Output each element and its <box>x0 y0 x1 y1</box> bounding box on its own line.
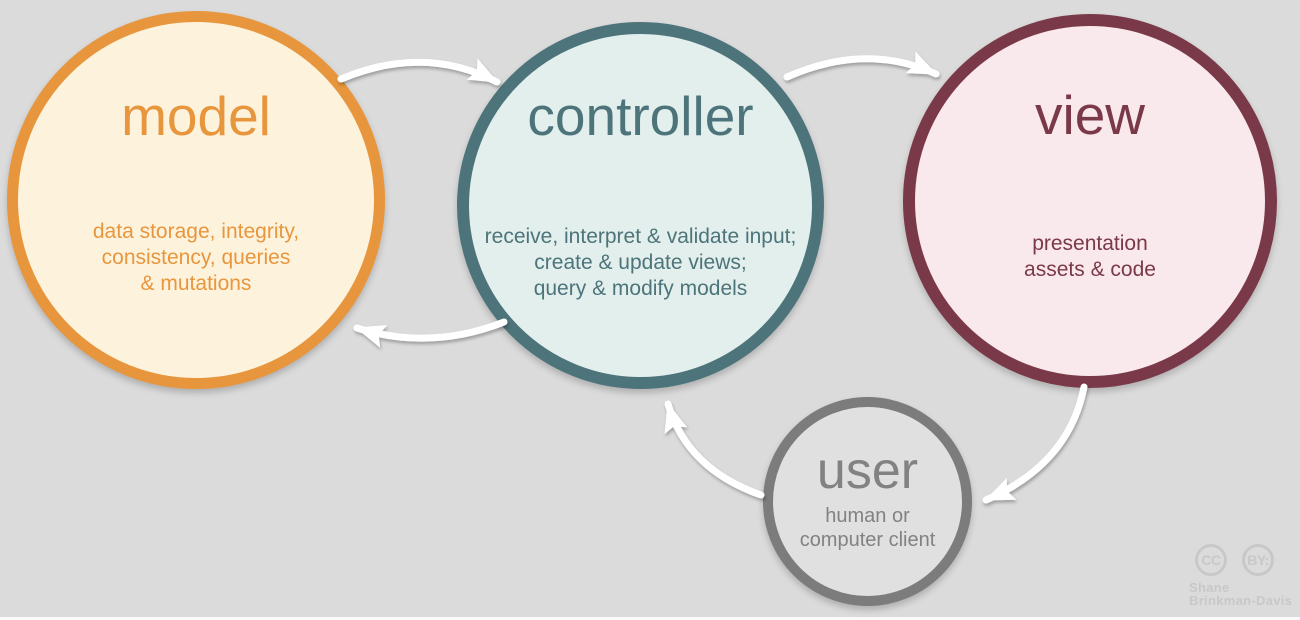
arrow-model-to-controller <box>337 58 501 86</box>
arrow-user-to-controller <box>664 400 765 499</box>
user-description: human or computer client <box>799 505 936 551</box>
license-badges: CC BY: <box>1195 544 1292 576</box>
cc-icon: CC <box>1195 544 1227 576</box>
license-attribution: CC BY: Shane Brinkman-Davis <box>1189 544 1292 607</box>
arrow-controller-to-model <box>353 318 508 348</box>
model-title: model <box>121 85 271 147</box>
controller-description: receive, interpret & validate input; cre… <box>484 225 797 300</box>
bottom-edge-strip <box>0 617 1300 620</box>
view-title: view <box>1034 84 1146 146</box>
model-description: data storage, integrity, consistency, qu… <box>92 220 300 295</box>
view-description: presentation assets & code <box>1024 232 1156 281</box>
controller-title: controller <box>527 85 754 147</box>
controller-node: controller receive, interpret & validate… <box>457 22 824 389</box>
view-node: view presentation assets & code <box>903 14 1277 388</box>
arrow-controller-to-view <box>783 51 940 81</box>
user-title: user <box>816 442 919 500</box>
by-icon: BY: <box>1242 544 1274 576</box>
user-node: user human or computer client <box>763 397 972 606</box>
arrow-view-to-user <box>982 383 1088 504</box>
model-node: model data storage, integrity, consisten… <box>7 11 385 389</box>
author-name: Shane Brinkman-Davis <box>1189 580 1293 608</box>
